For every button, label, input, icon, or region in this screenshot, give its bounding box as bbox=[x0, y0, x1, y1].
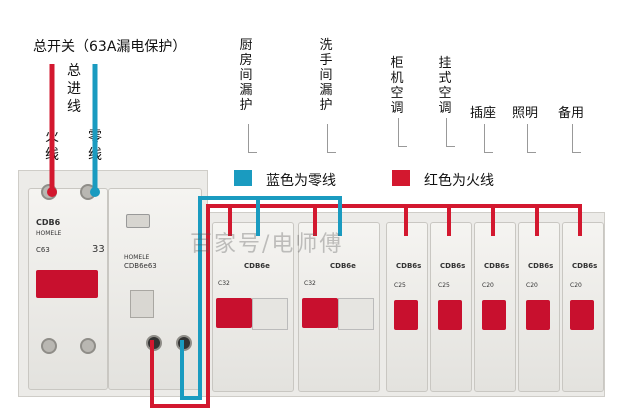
main-feed-label: 总进线 bbox=[67, 63, 81, 115]
rcd-brand: HOMELE bbox=[124, 254, 150, 261]
lighting-model: CDB6s bbox=[528, 262, 554, 270]
wall-ac-rating: C25 bbox=[438, 282, 450, 289]
spare-model: CDB6s bbox=[572, 262, 598, 270]
circuit-bracket bbox=[248, 124, 257, 153]
legend-live-text: 红色为火线 bbox=[424, 173, 494, 189]
watermark: 百家号/电师傅 bbox=[190, 232, 344, 257]
neutral-busbar-wire bbox=[180, 196, 342, 400]
lighting-toggle[interactable] bbox=[526, 300, 550, 330]
bathroom-rcd-rating: C32 bbox=[304, 280, 316, 287]
kitchen-rcd-rating: C32 bbox=[218, 280, 230, 287]
socket-rating: C20 bbox=[482, 282, 494, 289]
kitchen-rcd-toggle[interactable] bbox=[216, 298, 252, 328]
circuit-bracket bbox=[572, 124, 581, 153]
spare-rating: C20 bbox=[570, 282, 582, 289]
terminal-dot bbox=[90, 187, 100, 197]
legend-live-swatch bbox=[392, 170, 410, 186]
legend-neutral-swatch bbox=[234, 170, 252, 186]
socket-toggle[interactable] bbox=[482, 300, 506, 330]
circuit-bracket bbox=[484, 124, 493, 153]
circuit-label-lighting: 照明 bbox=[512, 106, 539, 121]
main-breaker-model: CDB6 bbox=[36, 218, 61, 227]
circuit-label-wall-ac: 挂式空调 bbox=[438, 56, 452, 116]
cabinet-ac-model: CDB6s bbox=[396, 262, 422, 270]
legend-neutral-text: 蓝色为零线 bbox=[266, 173, 336, 189]
spare-toggle[interactable] bbox=[570, 300, 594, 330]
main-breaker-rating: C63 bbox=[36, 246, 50, 254]
bathroom-rcd-model: CDB6e bbox=[330, 262, 356, 270]
circuit-bracket bbox=[446, 118, 455, 147]
wall-ac-toggle[interactable] bbox=[438, 300, 462, 330]
circuit-bracket bbox=[327, 124, 336, 153]
rcd-badge: 33 bbox=[92, 244, 105, 255]
cabinet-ac-rating: C25 bbox=[394, 282, 406, 289]
terminal-screw bbox=[80, 338, 96, 354]
terminal-screw bbox=[41, 338, 57, 354]
main-breaker-brand: HOMELE bbox=[36, 230, 62, 237]
circuit-label-socket: 插座 bbox=[470, 106, 497, 121]
circuit-label-cabinet-ac: 柜机空调 bbox=[390, 56, 404, 116]
live-busbar-wire bbox=[150, 204, 582, 408]
circuit-label-bathroom: 洗手间漏护 bbox=[319, 38, 333, 113]
lighting-rating: C20 bbox=[526, 282, 538, 289]
socket-model: CDB6s bbox=[484, 262, 510, 270]
main-breaker-toggle[interactable] bbox=[36, 270, 98, 298]
kitchen-rcd-trip-module bbox=[252, 298, 288, 330]
main-switch-title: 总开关（63A漏电保护） bbox=[33, 39, 187, 55]
circuit-bracket bbox=[527, 124, 536, 153]
cabinet-ac-toggle[interactable] bbox=[394, 300, 418, 330]
circuit-label-spare: 备用 bbox=[558, 106, 585, 121]
circuit-label-kitchen: 厨房间漏护 bbox=[239, 38, 253, 113]
kitchen-rcd-model: CDB6e bbox=[244, 262, 270, 270]
terminal-dot bbox=[47, 187, 57, 197]
rcd-toggle[interactable] bbox=[130, 290, 154, 318]
wall-ac-model: CDB6s bbox=[440, 262, 466, 270]
rcd-test-button[interactable] bbox=[126, 214, 150, 228]
rcd-model: CDB6e63 bbox=[124, 262, 157, 270]
bathroom-rcd-toggle[interactable] bbox=[302, 298, 338, 328]
circuit-bracket bbox=[398, 118, 407, 147]
bathroom-rcd-trip-module bbox=[338, 298, 374, 330]
